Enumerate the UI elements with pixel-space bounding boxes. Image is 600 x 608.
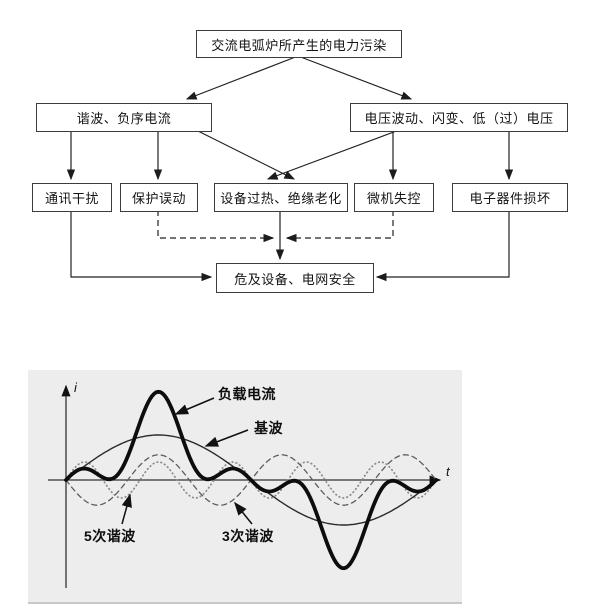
fifth-harmonic-arrow [121,493,132,525]
fundamental-arrow [204,429,249,447]
load-current-label: 负载电流 [218,386,276,402]
flowchart: 交流电弧炉所产生的电力污染 谐波、负序电流 电压波动、闪变、低（过）电压 通讯干… [32,30,568,293]
y-axis-label: i [74,380,78,395]
node-comm: 通讯干扰 [32,183,112,212]
node-harmonics: 谐波、负序电流 [36,103,212,132]
node-overheat: 设备过热、绝缘老化 [214,183,348,212]
series-thick [64,389,438,571]
connector-harmonics-overheat [195,129,296,180]
waveform-panel: i t 负载电流 基波 5次谐波 3次谐波 [28,370,462,604]
node-electronic: 电子器件损坏 [452,183,568,212]
third-harmonic-arrow [234,501,253,525]
node-pollution: 交流电弧炉所产生的电力污染 [196,30,402,58]
node-protection: 保护误动 [120,183,198,212]
annotation-arrows [121,397,253,525]
flowchart-connectors [66,55,514,282]
load-current-arrow [174,397,215,415]
connector-protection-danger-dashed [157,210,275,243]
fundamental-label: 基波 [254,420,283,436]
connector-voltage-overheat [266,129,400,180]
connector-pollution-harmonics [185,55,299,100]
node-danger: 危及设备、电网安全 [216,263,374,293]
third-harmonic-label: 3次谐波 [222,528,274,544]
connector-electronic-danger [375,210,510,282]
axes: i t [48,380,451,588]
curves [64,389,438,571]
connector-comm-danger [70,210,213,282]
fifth-harmonic-label: 5次谐波 [84,528,136,544]
waveform-chart: i t [48,380,451,588]
node-voltage: 电压波动、闪变、低（过）电压 [350,103,568,132]
x-axis-label: t [446,464,451,479]
connector-pollution-voltage [297,55,413,100]
connector-micro-danger-dashed [285,210,394,243]
node-micro: 微机失控 [354,183,434,212]
